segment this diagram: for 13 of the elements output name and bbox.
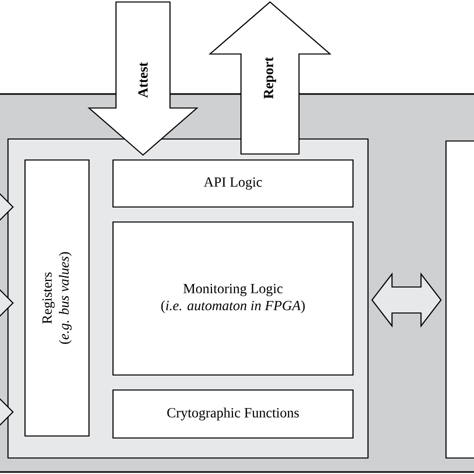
arrow-label: Attest: [138, 62, 148, 98]
arrow-label: Report: [264, 57, 276, 99]
function-box: Crytographic Functions: [112, 389, 354, 439]
component-box: [445, 140, 474, 459]
block-arrow: [371, 272, 442, 328]
block-arrow: [0, 192, 14, 222]
logic-box: Monitoring Logic (i.e. automaton in FPGA): [112, 221, 354, 376]
block-arrow: [88, 1, 198, 156]
block-arrow: [0, 288, 14, 318]
block-arrow: [208, 1, 332, 155]
block-arrow: [0, 396, 14, 428]
register-box: Registers (e.g. bus values): [24, 159, 90, 437]
logic-box: API Logic: [112, 159, 354, 208]
